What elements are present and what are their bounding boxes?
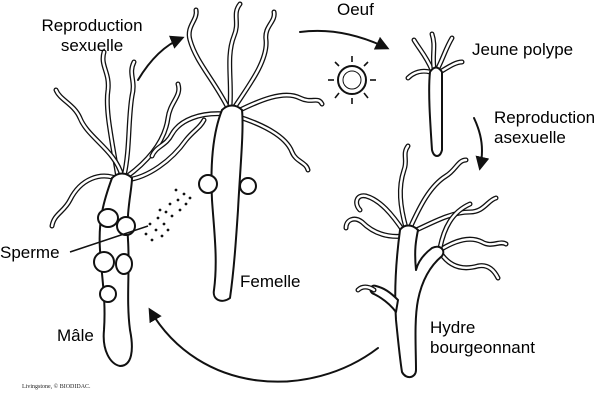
label-sperme: Sperme: [0, 243, 60, 262]
young-polyp: [405, 31, 465, 157]
label-reproduction-asexuelle-line1: Reproduction: [494, 108, 596, 127]
label-hydre-bourgeonnant-line2: bourgeonnant: [430, 338, 535, 357]
arrow-young-to-budding: [473, 117, 490, 171]
label-femelle: Femelle: [240, 272, 301, 291]
budding-hydra: [343, 143, 509, 378]
label-hydre-bourgeonnant: Hydre bourgeonnant: [430, 318, 535, 358]
label-reproduction-sexuelle-line1: Reproduction: [41, 16, 143, 35]
label-male: Mâle: [57, 326, 94, 345]
arrow-budding-to-male: [148, 307, 379, 383]
sperm-cloud: [144, 188, 192, 242]
label-reproduction-asexuelle: Reproduction asexuelle: [494, 108, 595, 148]
label-reproduction-asexuelle-line2: asexuelle: [494, 128, 566, 147]
egg: [328, 56, 376, 104]
sperme-pointer: [69, 225, 149, 253]
label-oeuf: Oeuf: [337, 0, 374, 19]
female-hydra: [149, 1, 325, 302]
arrow-to-young-polyp: [299, 29, 390, 50]
credit-text: Livingstone, © BIODIDAC.: [22, 384, 91, 390]
arrow-male-to-female: [137, 35, 185, 81]
label-hydre-bourgeonnant-line1: Hydre: [430, 318, 476, 337]
male-hydra: [49, 49, 207, 367]
label-jeune-polype: Jeune polype: [472, 40, 574, 59]
label-reproduction-sexuelle: Reproduction sexuelle: [30, 16, 154, 56]
label-reproduction-sexuelle-line2: sexuelle: [60, 36, 124, 55]
